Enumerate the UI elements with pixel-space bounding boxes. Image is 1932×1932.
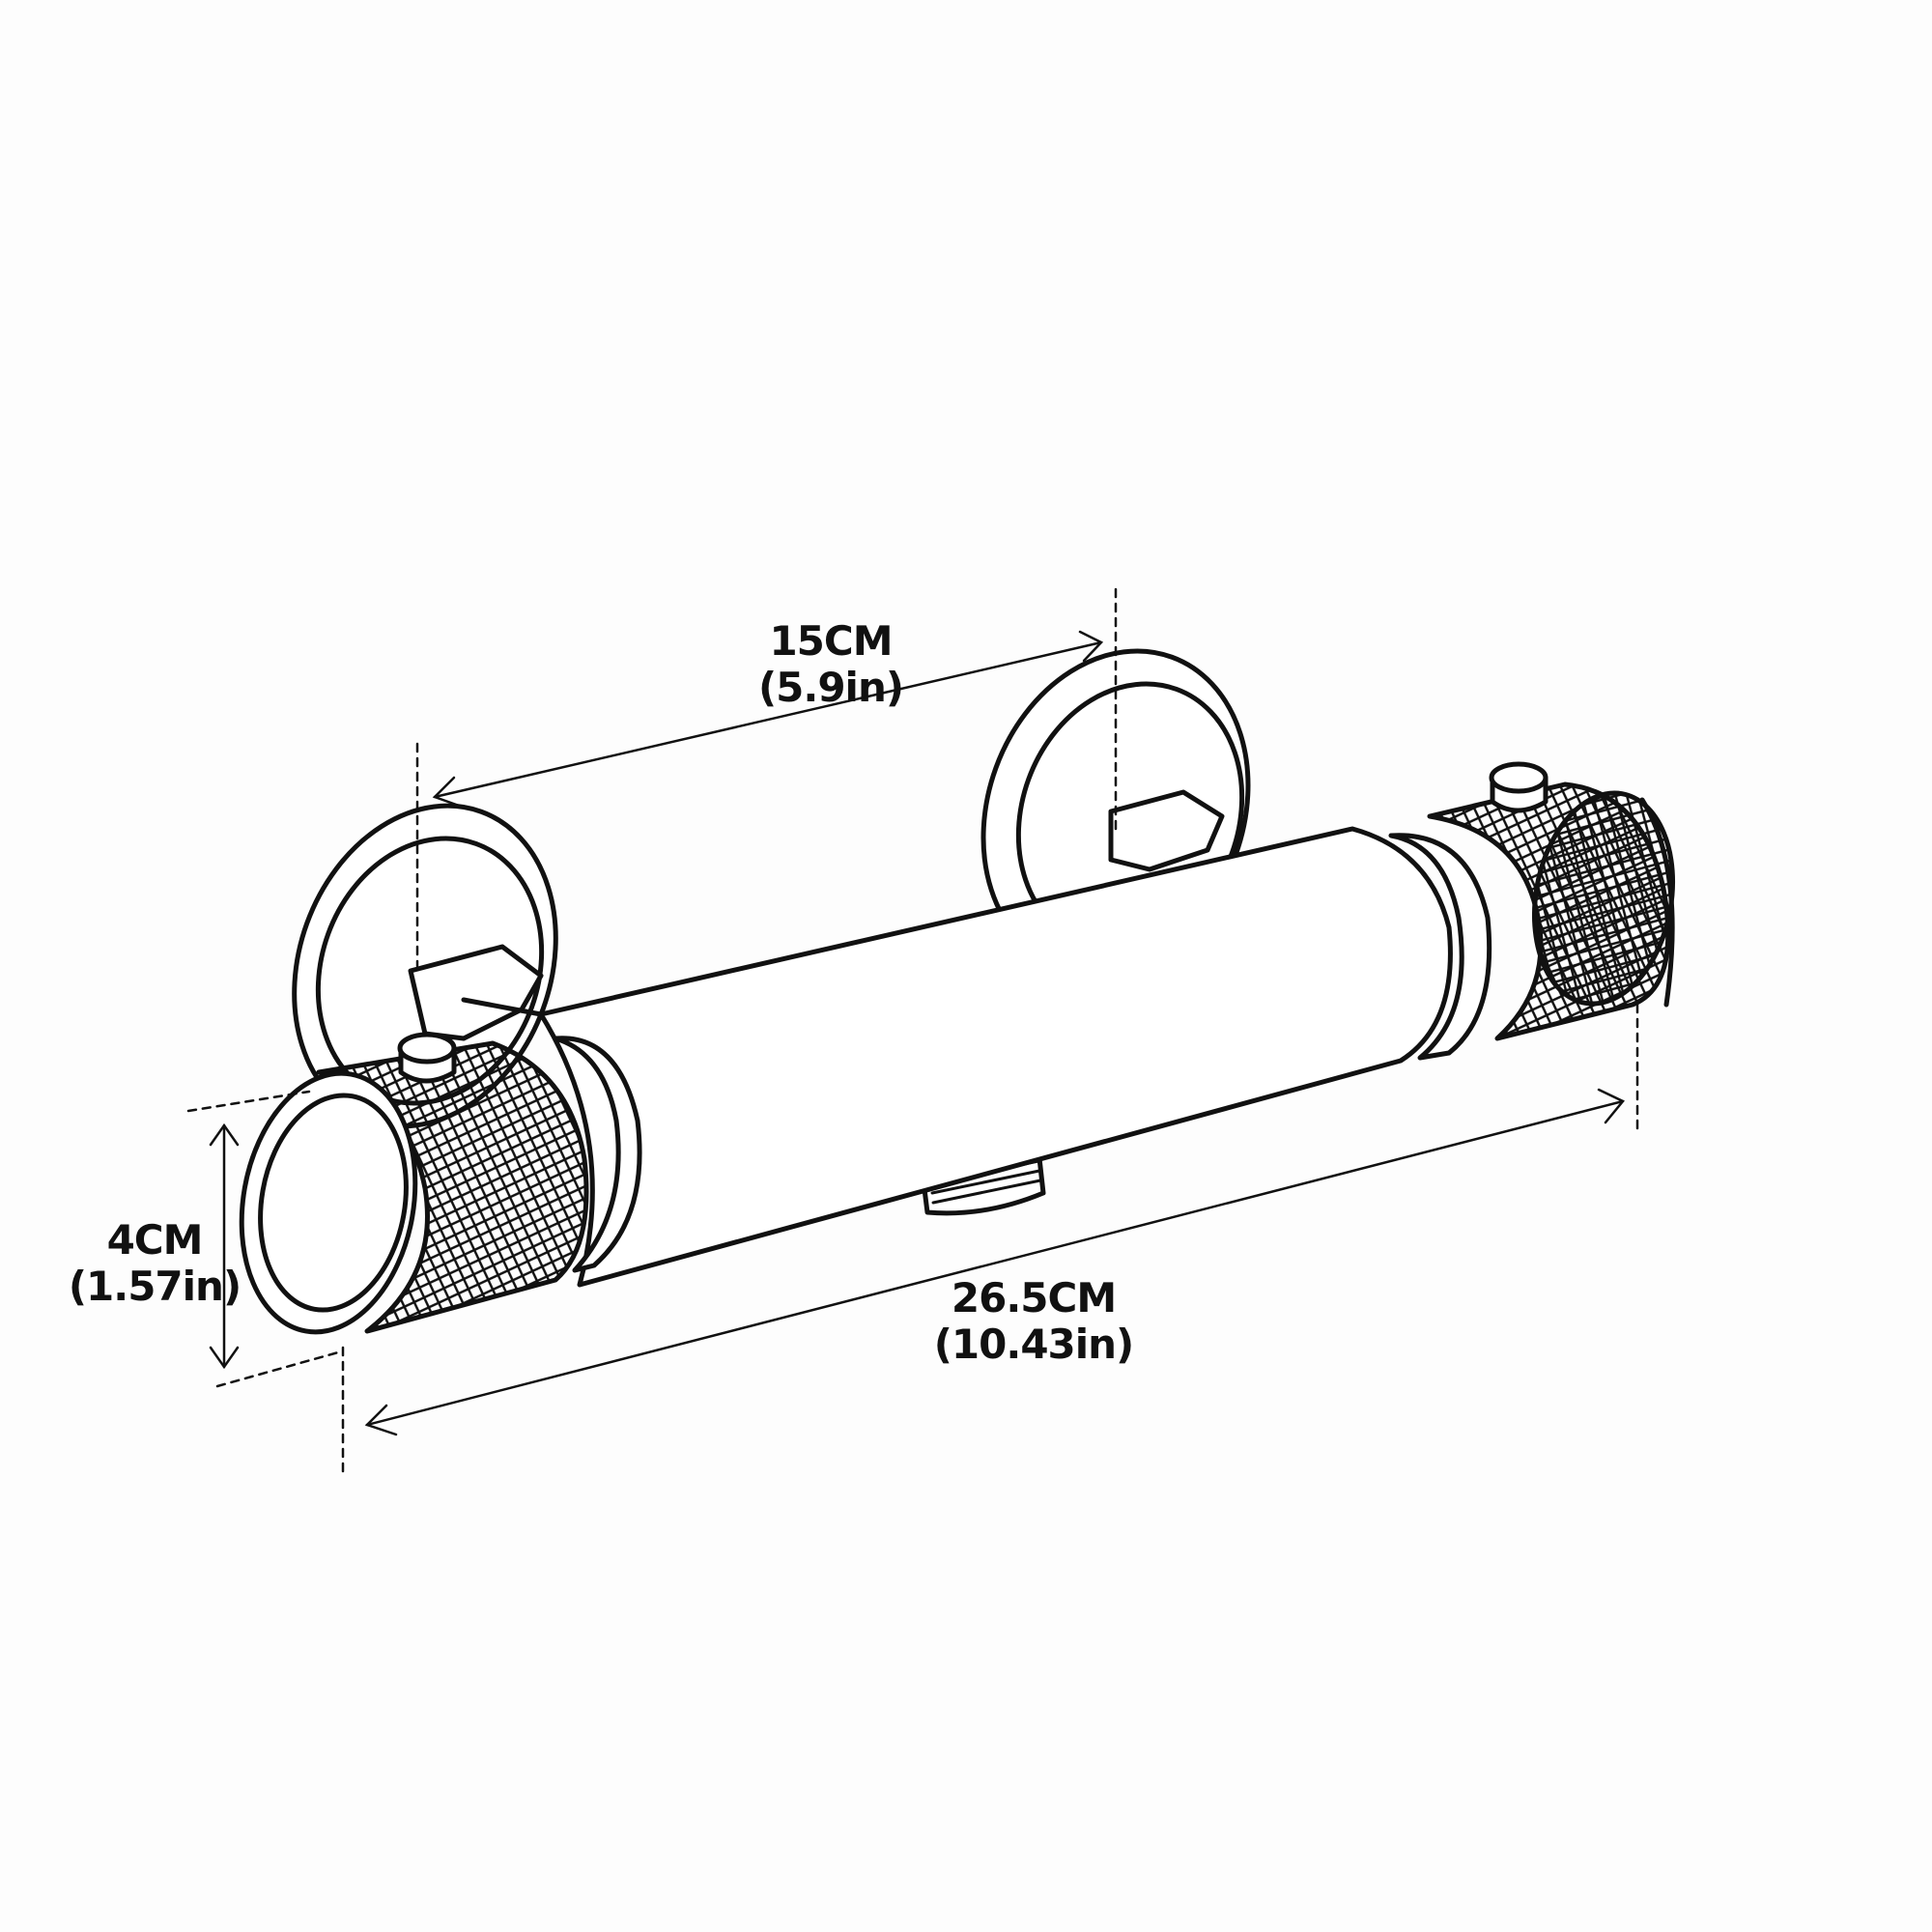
length-metric: 26.5CM — [951, 1274, 1117, 1321]
left-flow-handle — [239, 1040, 589, 1335]
width-metric: 15CM — [769, 617, 893, 665]
right-temperature-handle — [1427, 781, 1676, 1041]
height-dimension-label: 4CM (1.57in) — [58, 1217, 251, 1310]
length-imperial: (10.43in) — [933, 1321, 1135, 1368]
right-hex-nut — [1108, 789, 1225, 872]
top-dimension-line — [415, 587, 1118, 968]
height-imperial: (1.57in) — [68, 1263, 242, 1310]
left-collar — [553, 1036, 642, 1273]
right-collar — [1388, 833, 1492, 1061]
right-safety-button — [1489, 761, 1548, 813]
left-safety-button — [397, 1032, 457, 1084]
width-imperial: (5.9in) — [757, 664, 904, 711]
length-dimension-label: 26.5CM (10.43in) — [889, 1275, 1179, 1368]
height-metric: 4CM — [106, 1216, 204, 1264]
valve-body — [538, 826, 1453, 1288]
height-dimension-line — [186, 1090, 340, 1388]
length-dimension-line — [341, 1003, 1639, 1480]
width-dimension-label: 15CM (5.9in) — [686, 618, 976, 711]
